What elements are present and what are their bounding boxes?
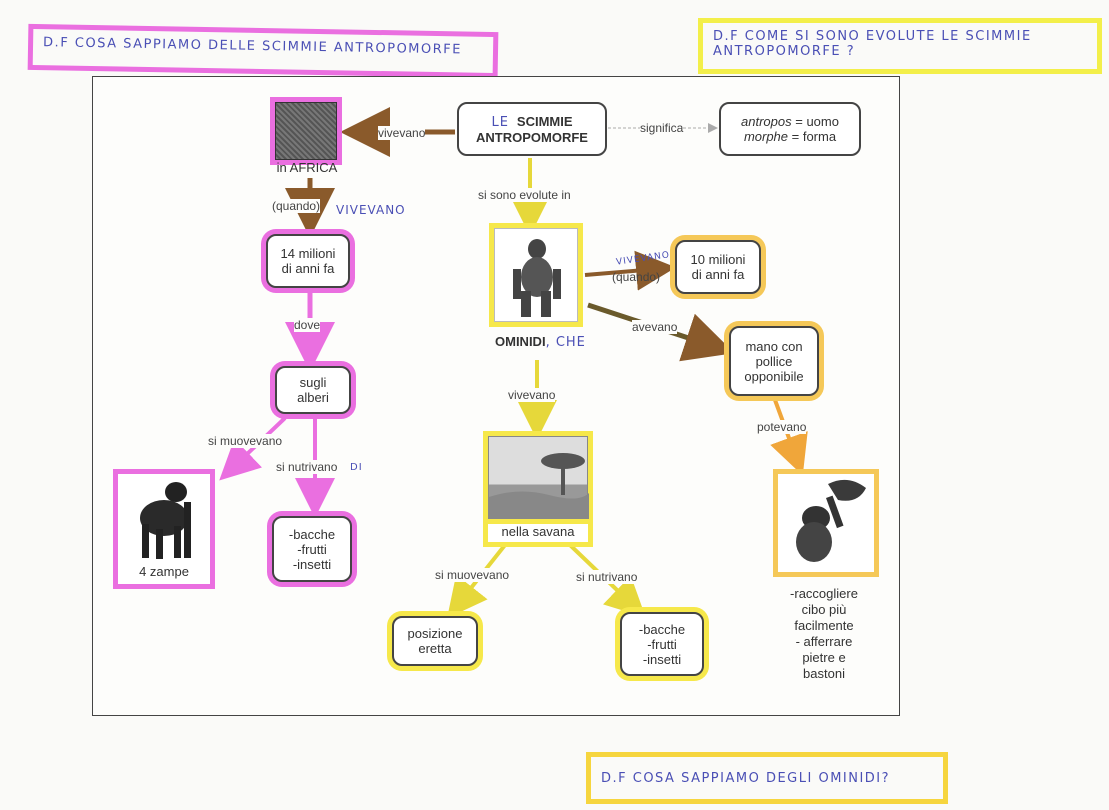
- node-hand-line2: pollice: [755, 353, 793, 369]
- ability-line-3: facilmente: [794, 618, 854, 633]
- node-10-milioni-line2: di anni fa: [691, 267, 745, 282]
- hominids-handwritten-suffix: , CHE: [545, 335, 586, 350]
- four-legs-label: 4 zampe: [139, 564, 189, 579]
- savanna-tree-icon: [489, 453, 589, 525]
- node-14-milioni-line2: di anni fa: [281, 261, 335, 276]
- ability-line-4: - afferrare: [795, 634, 853, 649]
- definition-meaning-uomo: = uomo: [791, 114, 839, 129]
- main-node-scimmie-antropomorfe: LE SCIMMIE ANTROPOMORFE: [457, 102, 607, 156]
- posture-line1: posizione: [407, 626, 463, 641]
- question-banner-bottom: D.F COSA SAPPIAMO DEGLI OMINIDI?: [586, 752, 948, 804]
- handwritten-di: DI: [350, 462, 363, 473]
- link-label-dove: dove: [294, 318, 321, 332]
- definition-meaning-forma: = forma: [788, 129, 837, 144]
- hominid-tree-icon: [796, 479, 866, 562]
- question-text: D.F COME SI SONO EVOLUTE LE SCIMMIE ANTR…: [713, 29, 1032, 59]
- handwritten-prefix: LE: [491, 114, 509, 130]
- link-label-vivevano-top: vivevano: [378, 126, 426, 140]
- ape-walking-image: [118, 474, 210, 584]
- node-hand-line1: mano con: [745, 338, 803, 354]
- savanna-label: nella savana: [488, 524, 588, 542]
- definition-term-antropos: antropos: [741, 114, 792, 129]
- node-14-milioni-line1: 14 milioni: [280, 246, 336, 261]
- africa-label: in AFRICA: [276, 160, 338, 175]
- node-sugli-alberi-line2: alberi: [297, 390, 329, 405]
- link-label-significa: significa: [640, 121, 684, 135]
- node-hand-line3: opponibile: [744, 368, 804, 384]
- main-node-line1: SCIMMIE: [516, 113, 573, 129]
- arrow-hominids-to-10m: [584, 250, 676, 291]
- food-right-item-1: -bacche: [638, 621, 686, 637]
- node-10-milioni-line1: 10 milioni: [690, 252, 746, 267]
- node-sugli-alberi: sugli alberi: [275, 366, 351, 414]
- node-food-left: -bacche -frutti -insetti: [272, 516, 352, 582]
- food-left-item-3: -insetti: [292, 556, 332, 572]
- hominid-picking-fruit-image: [778, 474, 874, 572]
- node-sugli-alberi-line1: sugli: [299, 375, 327, 390]
- savanna-image: [488, 436, 589, 525]
- link-label-si-muovevano-right: si muovevano: [435, 568, 510, 582]
- link-label-quando-left: (quando): [272, 199, 321, 213]
- definition-term-morphe: morphe: [743, 129, 789, 144]
- link-label-avevano: avevano: [632, 320, 678, 334]
- hominids-label: OMINIDI, CHE: [495, 334, 615, 351]
- definition-node: antropos = uomo morphe = forma: [719, 102, 861, 156]
- arrow-hand-to-abilities: [770, 399, 808, 476]
- concept-map-sheet: [92, 76, 900, 716]
- link-label-quando-right: (quando): [612, 270, 661, 284]
- question-banner-top-right: D.F COME SI SONO EVOLUTE LE SCIMMIE ANTR…: [698, 18, 1102, 74]
- ape-silhouette-icon: [140, 482, 191, 559]
- food-left-item-2: -frutti: [297, 541, 327, 557]
- hominids-label-text: OMINIDI: [495, 334, 546, 349]
- node-mano-pollice-opponibile: mano con pollice opponibile: [729, 326, 819, 396]
- link-label-si-nutrivano-right: si nutrivano: [576, 570, 638, 584]
- link-label-si-nutrivano-left: si nutrivano: [276, 460, 338, 474]
- food-left-item-1: -bacche: [288, 526, 336, 542]
- question-text: D.F COSA SAPPIAMO DEGLI OMINIDI?: [601, 771, 891, 786]
- node-food-right: -bacche -frutti -insetti: [620, 612, 704, 676]
- node-10-milioni: 10 milioni di anni fa: [675, 240, 761, 294]
- node-posizione-eretta: posizione eretta: [392, 616, 478, 666]
- food-right-item-3: -insetti: [642, 651, 682, 667]
- food-right-item-2: -frutti: [647, 636, 677, 652]
- abilities-text: -raccogliere cibo più facilmente - affer…: [776, 586, 872, 682]
- hominid-figure-icon: [513, 239, 561, 317]
- link-label-potevano: potevano: [757, 420, 807, 434]
- africa-map-image: [275, 102, 337, 160]
- link-label-si-muovevano-left: si muovevano: [208, 434, 283, 448]
- ability-line-1: -raccogliere: [790, 586, 858, 601]
- hominid-image: [494, 228, 578, 322]
- ability-line-6: bastoni: [803, 666, 845, 681]
- link-label-vivevano-mid: vivevano: [508, 388, 556, 402]
- posture-line2: eretta: [418, 641, 452, 656]
- node-14-milioni: 14 milioni di anni fa: [266, 234, 350, 288]
- main-node-line2: ANTROPOMORFE: [476, 129, 588, 145]
- ability-line-2: cibo più: [801, 602, 847, 617]
- link-label-si-sono-evolute-in: si sono evolute in: [478, 188, 571, 202]
- ability-line-5: pietre e: [802, 650, 846, 665]
- handwritten-vivevano-left: VIVEVANO: [336, 203, 406, 217]
